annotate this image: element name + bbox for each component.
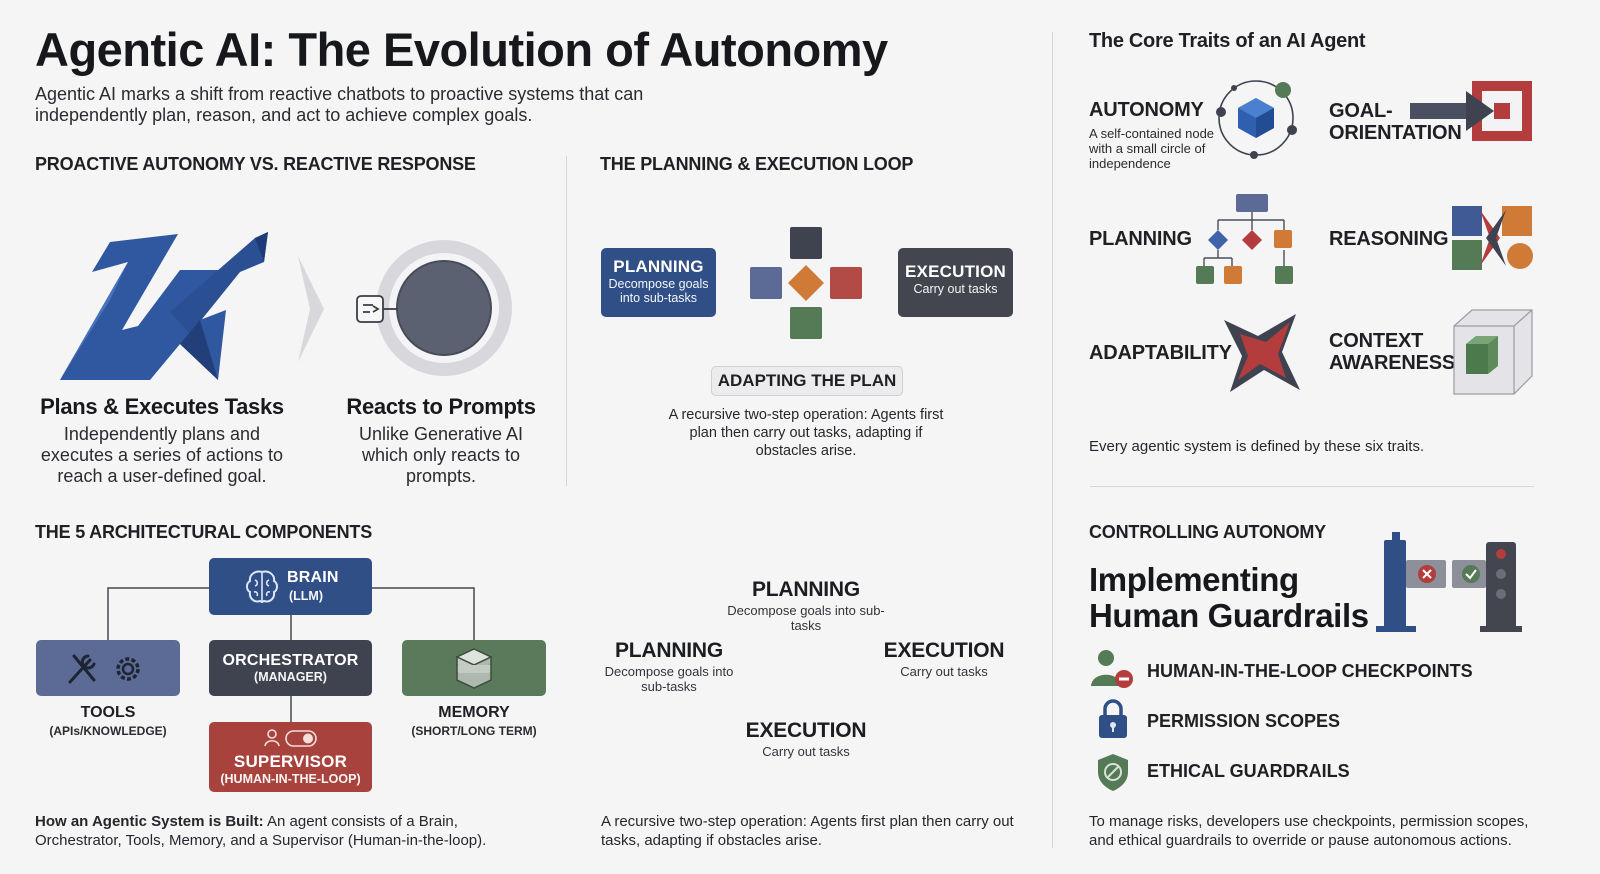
- loop-execution-title: EXECUTION: [905, 262, 1006, 281]
- barrier-gate-icon: [1376, 532, 1522, 632]
- trait-context-line2: AWARENESS: [1329, 352, 1456, 374]
- brain-sub: (LLM): [289, 589, 324, 603]
- trait-reasoning: REASONING: [1329, 228, 1449, 250]
- shield-icon: [1098, 754, 1128, 791]
- trait-autonomy-desc: A self-contained node with a small circl…: [1089, 126, 1215, 171]
- section-heading-control: CONTROLLING AUTONOMY: [1089, 522, 1326, 542]
- tools-icon: [68, 654, 140, 684]
- cycle-top-sub: Decompose goals into sub-tasks: [727, 603, 885, 633]
- brain-box: BRAIN (LLM): [209, 558, 372, 615]
- cycle-left-sub: Decompose goals into sub-tasks: [604, 664, 734, 694]
- database-icon: [455, 648, 493, 689]
- control-title-line1: Implementing: [1089, 561, 1299, 598]
- traits-heading: The Core Traits of an AI Agent: [1089, 30, 1366, 52]
- cycle-bottom-sub: Carry out tasks: [762, 744, 850, 759]
- divider-vertical-mid: [566, 156, 567, 486]
- brain-title: BRAIN: [287, 569, 339, 586]
- cycle-right-title: EXECUTION: [883, 639, 1005, 662]
- loop-blocks-icon: [750, 227, 862, 339]
- chevron-right-icon: [298, 256, 324, 362]
- section-heading-components: THE 5 ARCHITECTURAL COMPONENTS: [35, 522, 373, 542]
- lock-icon: [1099, 699, 1127, 738]
- supervisor-title: SUPERVISOR: [233, 752, 348, 771]
- cycle-top-title: PLANNING: [751, 578, 861, 601]
- trait-goal-line1: GOAL-: [1329, 100, 1393, 122]
- proactive-arrow-icon: [60, 232, 268, 380]
- proactive-right-text: Unlike Generative AI which only reacts t…: [358, 424, 524, 486]
- trait-goal-line2: ORIENTATION: [1329, 122, 1462, 144]
- section-heading-proactive: PROACTIVE AUTONOMY VS. REACTIVE RESPONSE: [35, 154, 476, 174]
- loop-execution-sub: Carry out tasks: [913, 282, 998, 296]
- autonomy-cube-icon: [1216, 80, 1297, 159]
- cycle-right-sub: Carry out tasks: [900, 664, 988, 679]
- components-connector-lines: [107, 587, 475, 722]
- trait-autonomy: AUTONOMY: [1089, 99, 1204, 121]
- page-title: Agentic AI: The Evolution of Autonomy: [35, 23, 888, 76]
- orchestrator-title: ORCHESTRATOR: [222, 652, 359, 669]
- tools-title: TOOLS: [80, 704, 136, 721]
- control-item-checkpoints: HUMAN-IN-THE-LOOP CHECKPOINTS: [1147, 661, 1473, 681]
- loop-planning-box: PLANNING Decompose goals into sub-tasks: [601, 248, 716, 317]
- loop-planning-sub: Decompose goals into sub-tasks: [608, 277, 709, 305]
- reasoning-puzzle-icon: [1452, 206, 1533, 270]
- proactive-left-text: Independently plans and executes a serie…: [40, 424, 284, 486]
- control-caption: To manage risks, developers use checkpoi…: [1089, 813, 1529, 849]
- adapting-plan-badge: ADAPTING THE PLAN: [711, 366, 903, 396]
- intro-text: Agentic AI marks a shift from reactive c…: [35, 84, 644, 125]
- control-item-ethical: ETHICAL GUARDRAILS: [1147, 761, 1350, 781]
- orchestrator-sub: (MANAGER): [254, 670, 327, 684]
- components-caption-bold: How an Agentic System is Built:: [35, 813, 264, 830]
- control-item-permissions: PERMISSION SCOPES: [1147, 711, 1341, 731]
- tools-box: [36, 640, 180, 696]
- section-heading-loop: THE PLANNING & EXECUTION LOOP: [600, 154, 914, 174]
- trait-adaptability: ADAPTABILITY: [1089, 342, 1232, 364]
- proactive-left-title: Plans & Executes Tasks: [40, 394, 284, 419]
- supervisor-sub: (HUMAN-IN-THE-LOOP): [220, 772, 361, 786]
- control-title-line2: Human Guardrails: [1089, 597, 1369, 634]
- memory-sub: (SHORT/LONG TERM): [411, 724, 537, 738]
- adaptability-star-icon: [1224, 314, 1300, 392]
- person-remove-icon: [1091, 650, 1133, 688]
- goal-target-icon: [1410, 81, 1532, 141]
- toggle-person-icon: [264, 729, 317, 747]
- components-caption-rest: An agent consists of a Brain, Orchestrat…: [35, 813, 487, 849]
- supervisor-box: SUPERVISOR (HUMAN-IN-THE-LOOP): [209, 722, 372, 792]
- cycle-bottom-title: EXECUTION: [745, 719, 867, 742]
- reactive-circle-icon: [356, 240, 512, 376]
- control-title: Implementing Human Guardrails: [1089, 562, 1369, 634]
- cycle-left-title: PLANNING: [614, 639, 724, 662]
- divider-vertical-right: [1052, 32, 1053, 848]
- loop-planning-title: PLANNING: [613, 257, 704, 276]
- planning-tree-icon: [1196, 194, 1293, 284]
- loop-execution-box: EXECUTION Carry out tasks: [898, 248, 1013, 317]
- trait-planning: PLANNING: [1089, 228, 1192, 250]
- brain-icon: [246, 570, 278, 604]
- context-cube-icon: [1453, 309, 1533, 395]
- adapting-plan-text: A recursive two-step operation: Agents f…: [668, 407, 944, 459]
- memory-title: MEMORY: [438, 704, 510, 721]
- tools-sub: (APIs/KNOWLEDGE): [49, 724, 167, 738]
- traits-footer: Every agentic system is defined by these…: [1089, 438, 1425, 455]
- cycle-caption: A recursive two-step operation: Agents f…: [601, 813, 1014, 849]
- components-caption: How an Agentic System is Built: An agent…: [35, 812, 535, 850]
- memory-box: [402, 640, 546, 696]
- orchestrator-box: ORCHESTRATOR (MANAGER): [209, 640, 372, 696]
- divider-horizontal-right: [1090, 486, 1534, 487]
- proactive-right-title: Reacts to Prompts: [346, 394, 536, 419]
- trait-context-line1: CONTEXT: [1329, 330, 1424, 352]
